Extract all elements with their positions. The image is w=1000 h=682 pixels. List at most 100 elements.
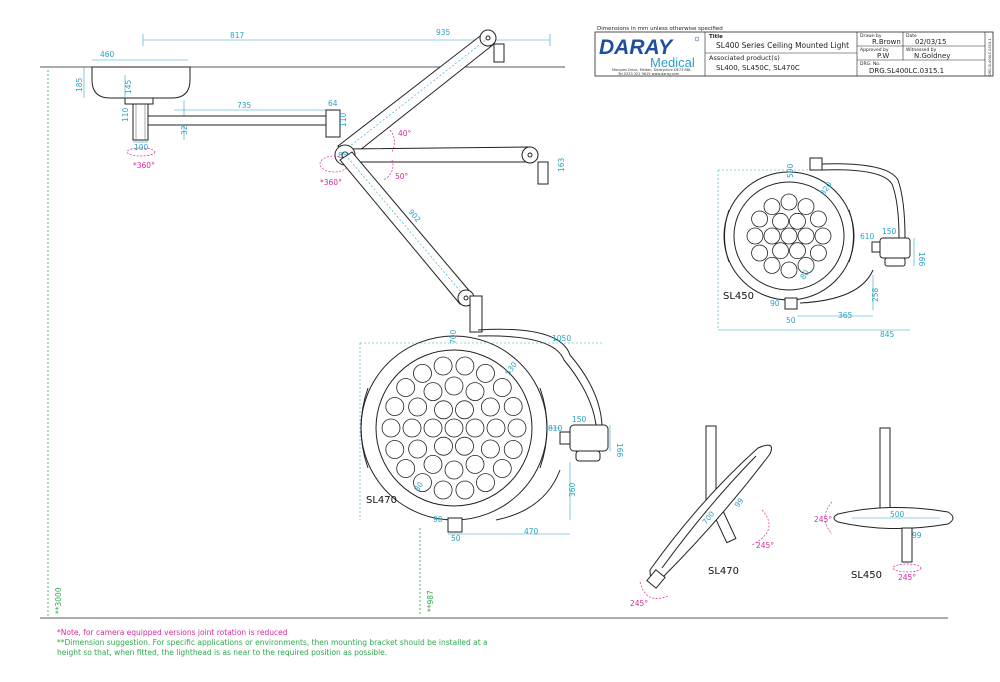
lens — [780, 227, 798, 245]
upper-spring-arm — [337, 29, 505, 159]
drawn-by-label: Drawn by — [860, 33, 882, 39]
lens — [381, 418, 401, 438]
svg-text:245°: 245° — [898, 573, 916, 582]
sl450-side-label: SL450 — [851, 570, 882, 581]
lens — [465, 418, 485, 438]
dimensions-note: Dimensions in mm unless otherwise specif… — [597, 26, 723, 32]
lens — [751, 244, 768, 262]
sl450-lens-grid — [746, 193, 832, 279]
svg-text:*360°: *360° — [133, 161, 155, 170]
approved-by-value: P.W — [877, 52, 889, 60]
lens — [763, 256, 781, 274]
lens — [503, 397, 523, 416]
lens — [789, 242, 806, 260]
lens — [408, 397, 428, 417]
approved-by-label: Approved by — [860, 47, 889, 53]
witnessed-by-value: N.Goldney — [914, 52, 950, 60]
daray-logo: DARAY Medical Marques Drive, Melton, Der… — [599, 36, 700, 76]
svg-text:145: 145 — [124, 79, 133, 94]
sl470-lens-grid — [381, 356, 527, 500]
sl450-label: SL450 — [723, 291, 754, 302]
dim-817: 817 — [142, 31, 482, 46]
lens — [408, 439, 428, 459]
svg-text:470: 470 — [524, 527, 539, 536]
lens — [503, 440, 523, 459]
lens — [465, 454, 485, 474]
side-drg-number: DRG.SL400LC.0315.1 — [988, 38, 992, 76]
lens — [455, 436, 474, 456]
address-line-2: Tel 0333 321 9615 www.daray.com — [617, 72, 680, 76]
lens — [797, 256, 815, 274]
lens — [455, 480, 475, 500]
lens — [814, 227, 832, 245]
svg-text:1050: 1050 — [552, 334, 571, 343]
drg-label: DRG. No. — [860, 61, 880, 67]
lens — [810, 244, 827, 262]
lens — [413, 363, 432, 383]
lens — [396, 378, 416, 397]
svg-text:90: 90 — [770, 299, 780, 308]
svg-text:90: 90 — [433, 515, 443, 524]
lens — [763, 227, 781, 245]
lens — [476, 473, 495, 493]
lens — [492, 459, 512, 478]
lens — [385, 397, 405, 416]
sl470-dims: 700 1050 530 150 166 810 360 80 90 50 47… — [359, 329, 624, 543]
lower-spring-arm: 902 — [339, 151, 483, 333]
svg-text:85: 85 — [338, 151, 348, 160]
lens — [797, 198, 815, 216]
lens — [434, 436, 453, 456]
svg-text:365: 365 — [838, 311, 853, 320]
svg-text:*360°: *360° — [320, 178, 342, 187]
title-value: SL400 Series Ceiling Mounted Light — [716, 41, 849, 50]
svg-text:100: 100 — [134, 143, 149, 152]
svg-text:64: 64 — [328, 99, 338, 108]
lens — [433, 480, 453, 500]
svg-text:**3000: **3000 — [54, 587, 63, 614]
lens — [486, 418, 506, 438]
associated-products-value: SL400, SL450C, SL470C — [716, 64, 800, 72]
svg-text:245°: 245° — [756, 541, 774, 550]
dim-185: 185 — [75, 67, 85, 98]
rotation-360-left: *360° — [126, 147, 156, 170]
lens — [434, 400, 453, 420]
lens — [444, 418, 464, 438]
svg-text:150: 150 — [882, 227, 897, 236]
drawn-by-value: R.Brown — [872, 38, 901, 46]
svg-text:DARAY: DARAY — [599, 36, 674, 59]
witnessed-by-label: Witnessed by — [906, 47, 937, 53]
lens — [780, 193, 798, 211]
lens — [480, 397, 500, 417]
lens — [423, 418, 443, 438]
lens — [480, 439, 500, 459]
height-3000: **3000 — [47, 70, 63, 616]
svg-text:40°: 40° — [398, 129, 412, 138]
svg-text:360: 360 — [568, 482, 577, 497]
title-label: Title — [709, 34, 723, 40]
sl470-side-label: SL470 — [708, 566, 739, 577]
height-987: **987 — [419, 528, 435, 616]
svg-text:110: 110 — [339, 112, 348, 127]
lens — [797, 227, 815, 245]
svg-text:185: 185 — [75, 77, 84, 92]
address-line-1: Marques Drive, Melton, Derbyshire DE73 8… — [612, 68, 691, 72]
sl450-side-view: 500 99 245° 245° — [814, 427, 954, 582]
lens — [455, 356, 475, 376]
svg-text:500: 500 — [786, 163, 795, 178]
svg-text:110: 110 — [121, 107, 130, 122]
lens — [492, 378, 512, 397]
angle-50: 50° — [383, 159, 409, 181]
lens — [423, 454, 443, 474]
lens — [772, 242, 789, 260]
sl470-label: SL470 — [366, 495, 397, 506]
lens — [780, 261, 798, 279]
svg-text:99: 99 — [912, 531, 922, 540]
svg-text:50: 50 — [786, 316, 796, 325]
lens — [433, 356, 453, 376]
svg-text:166: 166 — [917, 252, 926, 267]
svg-text:320: 320 — [180, 120, 189, 135]
ceiling-mount — [91, 66, 191, 141]
lens — [402, 418, 422, 438]
camera-note: *Note, for camera equipped versions join… — [57, 628, 288, 637]
